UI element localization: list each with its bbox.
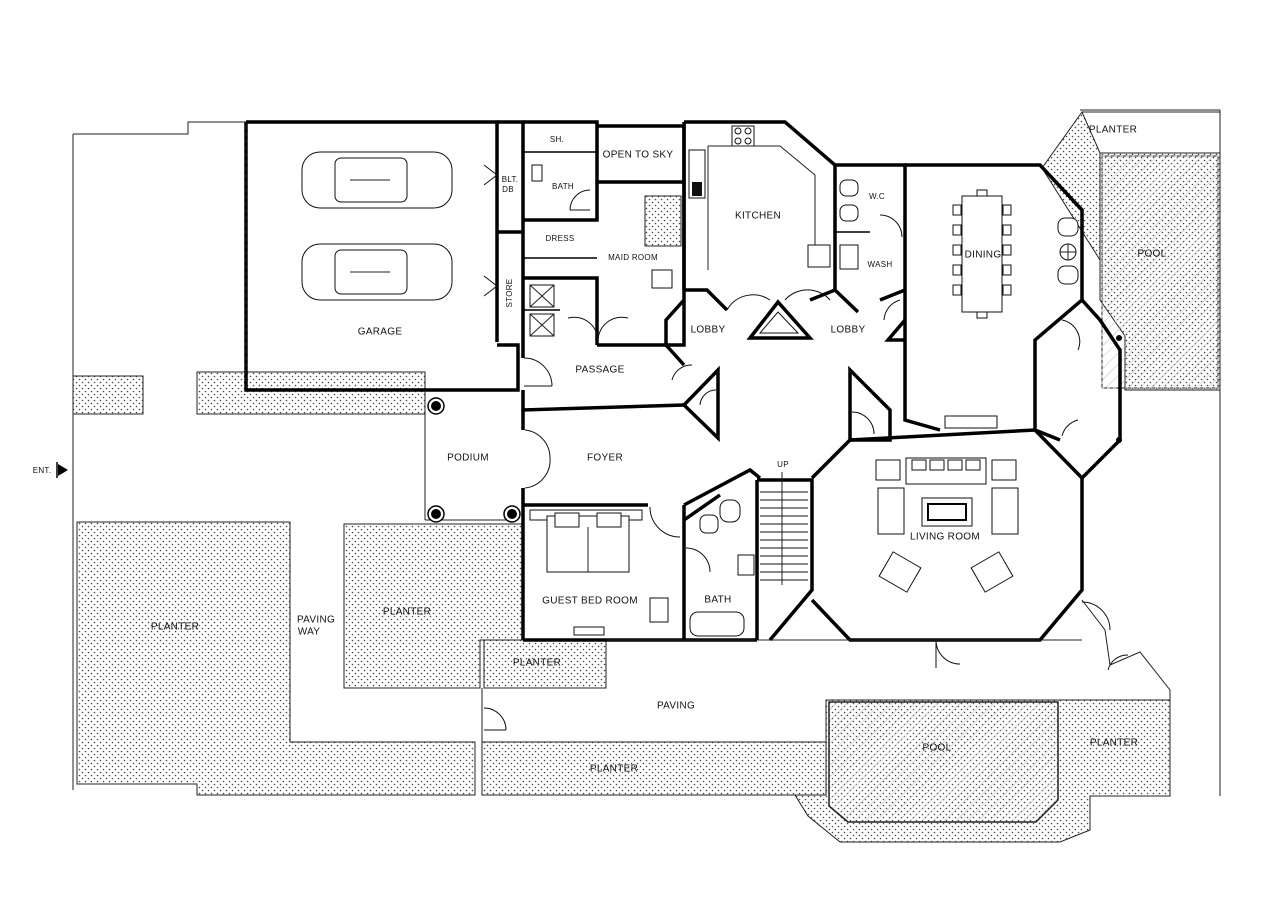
label-pool-right: POOL [1138, 249, 1167, 260]
label-kitchen: KITCHEN [735, 211, 781, 222]
right-terrace [1034, 298, 1171, 796]
car-2 [301, 243, 453, 301]
label-dining: DINING [965, 250, 1002, 261]
label-planter-top-right: PLANTER [1089, 125, 1137, 136]
label-podium: PODIUM [447, 453, 489, 464]
label-garage: GARAGE [358, 327, 403, 338]
wc-wash: W.C WASH [835, 163, 907, 310]
label-wc: W.C [869, 192, 885, 201]
label-paving: PAVING [657, 701, 695, 712]
label-bath-upper: BATH [552, 182, 574, 191]
entrance-arrow-icon [58, 464, 68, 476]
foyer: FOYER [521, 410, 762, 640]
living-room: LIVING ROOM [810, 428, 1111, 668]
car-1 [301, 151, 453, 209]
planter-left [76, 521, 476, 796]
label-passage: PASSAGE [575, 365, 624, 376]
guest-bed-room: GUEST BED ROOM [523, 505, 757, 642]
podium: PODIUM [424, 390, 521, 523]
label-planter-mid: PLANTER [383, 607, 431, 618]
label-db: DB [502, 185, 514, 194]
label-wash: WASH [868, 260, 893, 269]
label-guest-bed-room: GUEST BED ROOM [542, 596, 638, 607]
planter-strip-podium [196, 371, 426, 415]
dining: DINING [903, 163, 1084, 432]
label-sh: SH. [550, 135, 564, 144]
label-pool-bottom: POOL [923, 743, 952, 754]
label-planter-bottom-right: PLANTER [1090, 738, 1138, 749]
label-foyer: FOYER [587, 453, 623, 464]
label-open-to-sky: OPEN TO SKY [603, 150, 674, 161]
label-living-room: LIVING ROOM [910, 532, 980, 543]
label-planter-left: PLANTER [151, 622, 199, 633]
label-lobby-right: LOBBY [831, 325, 866, 336]
label-blt: BLT. [502, 175, 519, 184]
label-maid-room: MAID ROOM [608, 253, 658, 262]
label-paving-way-2: WAY [298, 627, 321, 638]
label-dress: DRESS [545, 234, 574, 243]
label-up: UP [777, 460, 789, 469]
bath-lower: BATH [683, 480, 759, 640]
paving: PAVING PAVING WAY [297, 615, 1082, 742]
entrance-marker: ENT. [33, 462, 68, 478]
planter-bottom [481, 741, 827, 796]
stair: UP [757, 365, 892, 642]
label-planter-bottom: PLANTER [590, 764, 638, 775]
label-planter-small: PLANTER [513, 658, 561, 669]
kitchen: KITCHEN [682, 120, 837, 290]
label-store: STORE [505, 279, 514, 308]
label-paving-way-1: PAVING [297, 615, 335, 626]
planter-strip-left [72, 375, 144, 415]
label-entrance: ENT. [33, 466, 52, 475]
label-bath-lower: BATH [704, 595, 731, 606]
lobbies: LOBBY LOBBY [664, 287, 907, 367]
pool-bottom [828, 701, 1059, 823]
label-lobby-left: LOBBY [691, 325, 726, 336]
garage: GARAGE [244, 120, 520, 392]
store-column: BLT. DB STORE [483, 120, 525, 345]
maid-block: OPEN TO SKY SH. BATH DRESS MAID ROOM [523, 120, 686, 347]
